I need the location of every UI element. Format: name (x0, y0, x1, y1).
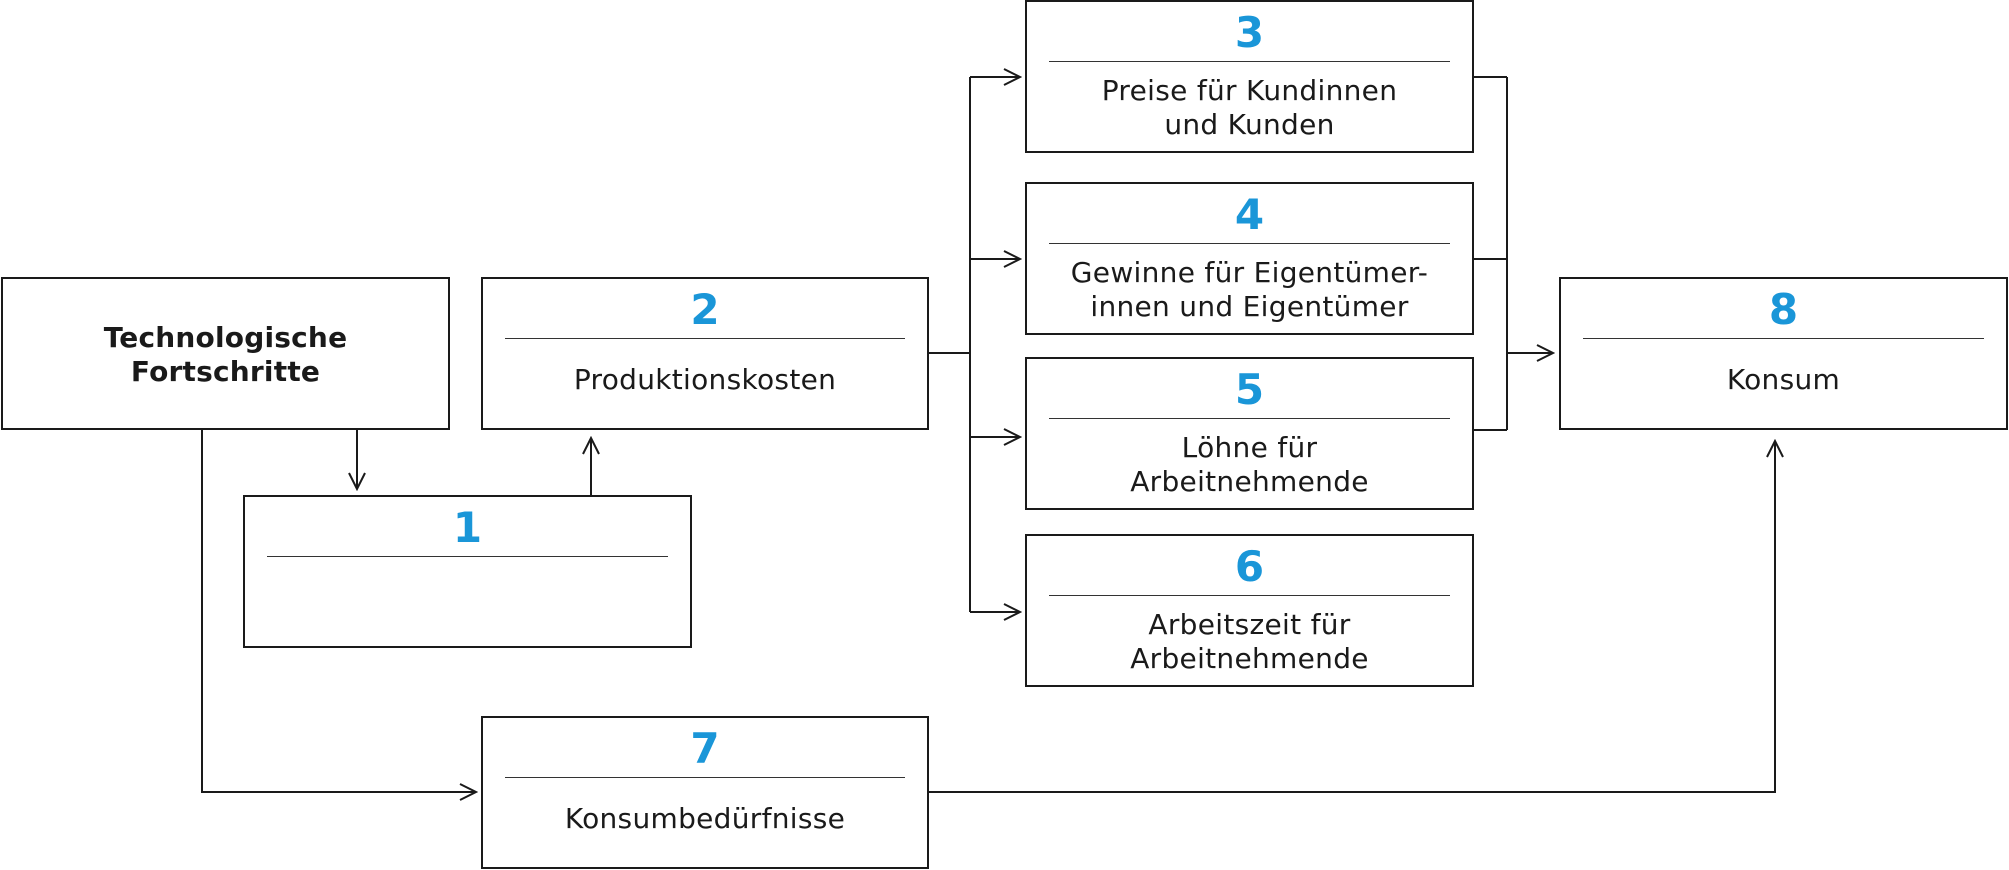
box-6-number: 6 (1234, 542, 1265, 591)
box-3-divider (1049, 61, 1450, 62)
box-4: 4 Gewinne für Eigentümer- innen und Eige… (1025, 182, 1474, 335)
box-3-number: 3 (1234, 8, 1265, 57)
box-6: 6 Arbeitszeit für Arbeitnehmende (1025, 534, 1474, 687)
box-8: 8 Konsum (1559, 277, 2008, 430)
box-8-label: Konsum (1726, 363, 1841, 396)
box-3: 3 Preise für Kundinnen und Kunden (1025, 0, 1474, 153)
box-8-divider (1583, 338, 1984, 339)
box-1-number: 1 (452, 503, 483, 552)
box-2-label: Produktionskosten (573, 363, 837, 396)
box-2-divider (505, 338, 905, 339)
box-1-divider (267, 556, 668, 557)
box-5-number: 5 (1234, 365, 1265, 414)
box-7: 7 Konsumbedürfnisse (481, 716, 929, 869)
box-2: 2 Produktionskosten (481, 277, 929, 430)
box-4-number: 4 (1234, 190, 1265, 239)
box-5: 5 Löhne für Arbeitnehmende (1025, 357, 1474, 510)
box-6-label: Arbeitszeit für Arbeitnehmende (1130, 608, 1369, 675)
box-1: 1 (243, 495, 692, 648)
box-5-divider (1049, 418, 1450, 419)
box-5-label: Löhne für Arbeitnehmende (1130, 431, 1369, 498)
box-technologische-fortschritte: Technologische Fortschritte (1, 277, 450, 430)
box-7-label: Konsumbedürfnisse (564, 802, 846, 835)
box-8-number: 8 (1768, 285, 1799, 334)
box-6-divider (1049, 595, 1450, 596)
box-4-label: Gewinne für Eigentümer- innen und Eigent… (1070, 256, 1429, 323)
box-7-number: 7 (690, 724, 720, 773)
arrow-7-to-8 (928, 441, 1775, 793)
box-7-divider (505, 777, 905, 778)
box-4-divider (1049, 243, 1450, 244)
box-2-number: 2 (690, 285, 720, 334)
box-start-label: Technologische Fortschritte (103, 321, 348, 388)
box-3-label: Preise für Kundinnen und Kunden (1101, 74, 1398, 141)
arrow-start-to-7 (201, 429, 476, 792)
